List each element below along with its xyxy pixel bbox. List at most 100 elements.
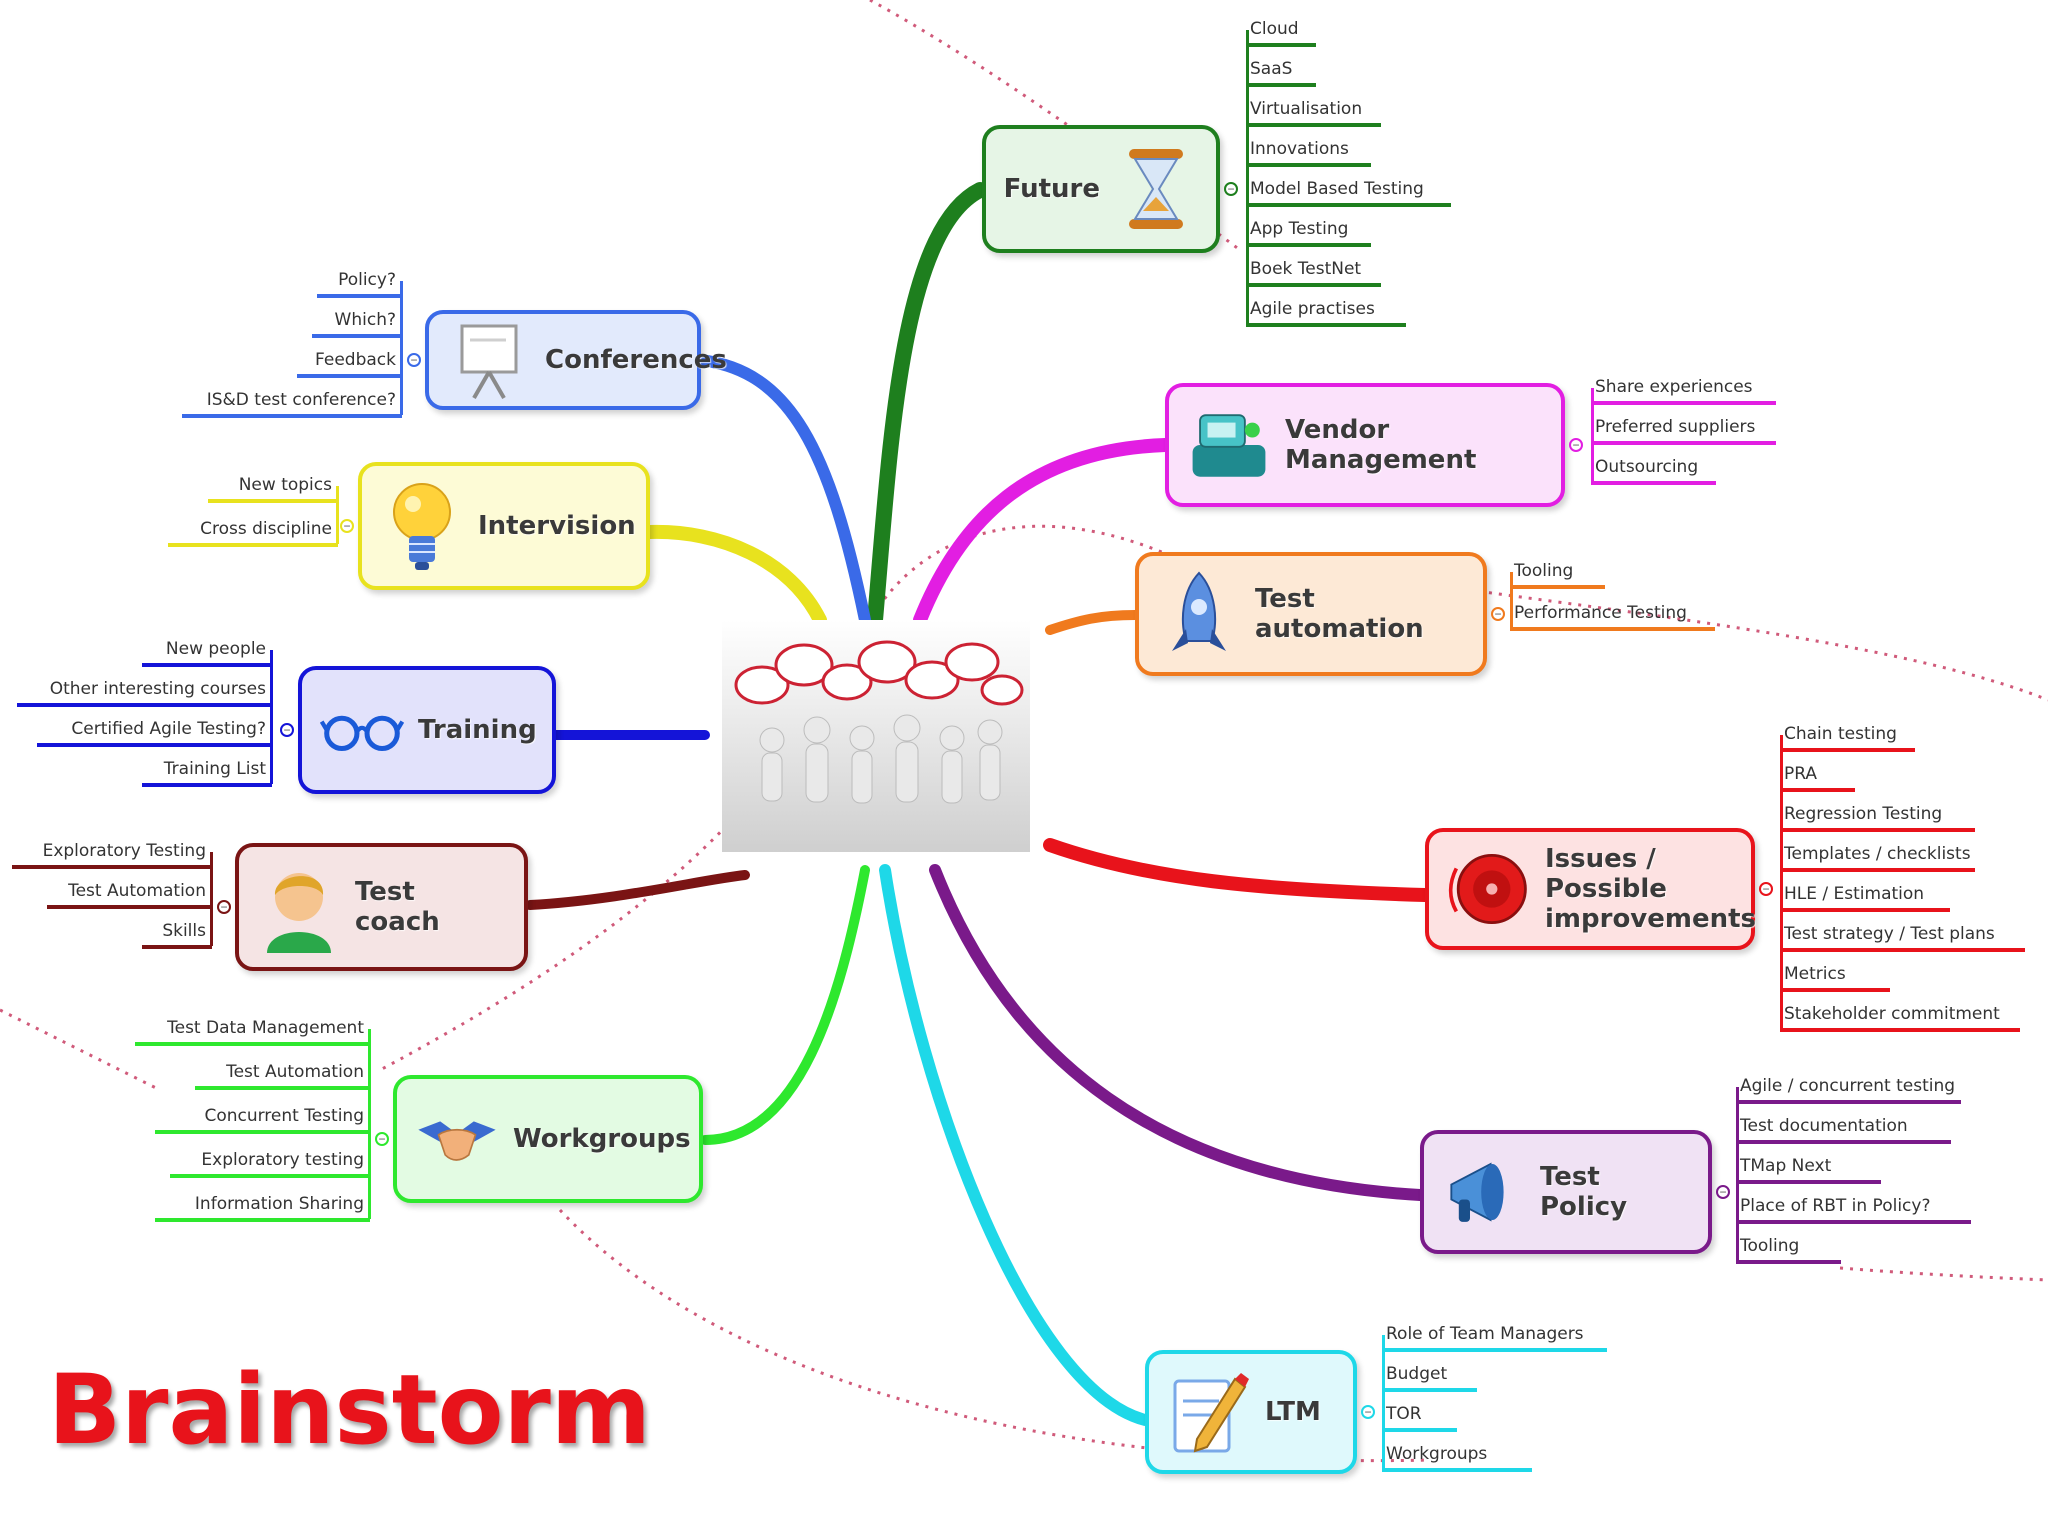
subtopic-item[interactable]: Boek TestNet <box>1246 258 1381 287</box>
subtopic-item[interactable]: Certified Agile Testing? <box>37 718 272 747</box>
subtopic-connector <box>210 852 213 946</box>
subtopic-item[interactable]: TMap Next <box>1736 1155 1881 1184</box>
subtopic-item[interactable]: Place of RBT in Policy? <box>1736 1195 1971 1224</box>
subtopic-item[interactable]: Test strategy / Test plans <box>1780 923 2025 952</box>
topic-label: Issues / Possible improvements <box>1545 844 1757 934</box>
subtopic-item[interactable]: Test Automation <box>195 1061 370 1090</box>
subtopic-item[interactable]: Virtualisation <box>1246 98 1381 127</box>
subtopic-item[interactable]: Test Automation <box>47 880 212 909</box>
subtopic-item[interactable]: TOR <box>1382 1403 1457 1432</box>
subtopic-item[interactable]: Stakeholder commitment <box>1780 1003 2020 1032</box>
subtopic-item[interactable]: Metrics <box>1780 963 1890 992</box>
subtopic-item[interactable]: Budget <box>1382 1363 1477 1392</box>
subtopic-item[interactable]: Model Based Testing <box>1246 178 1451 207</box>
subtopic-item[interactable]: Templates / checklists <box>1780 843 1975 872</box>
topic-label: Future <box>1003 174 1100 204</box>
relationship-line <box>0 1008 161 1092</box>
subtopic-item[interactable]: App Testing <box>1246 218 1371 247</box>
branch-future <box>867 182 988 628</box>
handshake-icon <box>415 1097 499 1181</box>
subtopic-item[interactable]: Share experiences <box>1591 376 1776 405</box>
subtopic-connector <box>1382 1335 1385 1469</box>
topic-node-conferences[interactable]: Conferences <box>425 310 727 410</box>
collapse-toggle-icon[interactable]: − <box>1716 1185 1730 1199</box>
subtopic-item[interactable]: Agile / concurrent testing <box>1736 1075 1961 1104</box>
collapse-toggle-icon[interactable]: − <box>280 723 294 737</box>
relationship-line <box>1399 578 2048 702</box>
subtopic-item[interactable]: New people <box>142 638 272 667</box>
collapse-toggle-icon[interactable]: − <box>1224 182 1238 196</box>
subtopic-item[interactable]: Test Data Management <box>135 1017 370 1046</box>
pencil-document-icon <box>1167 1370 1251 1454</box>
collapse-toggle-icon[interactable]: − <box>1759 882 1773 896</box>
collapse-toggle-icon[interactable]: − <box>217 900 231 914</box>
subtopic-item[interactable]: Preferred suppliers <box>1591 416 1776 445</box>
topic-node-ltm[interactable]: LTM <box>1145 1350 1357 1474</box>
topic-node-workgroups[interactable]: Workgroups <box>393 1075 703 1203</box>
topic-label: LTM <box>1265 1397 1321 1427</box>
subtopic-item[interactable]: Innovations <box>1246 138 1371 167</box>
subtopic-item[interactable]: Test documentation <box>1736 1115 1951 1144</box>
subtopic-item[interactable]: Regression Testing <box>1780 803 1975 832</box>
subtopic-connector <box>1591 388 1594 482</box>
subtopic-item[interactable]: Workgroups <box>1382 1443 1532 1472</box>
collapse-toggle-icon[interactable]: − <box>1569 438 1583 452</box>
collapse-toggle-icon[interactable]: − <box>1491 607 1505 621</box>
relationship-line <box>1839 1266 2048 1282</box>
subtopic-item[interactable]: HLE / Estimation <box>1780 883 1950 912</box>
topic-node-policy[interactable]: Test Policy <box>1420 1130 1712 1254</box>
rocket-icon <box>1157 571 1241 656</box>
subtopic-connector <box>1246 30 1249 324</box>
hourglass-icon <box>1114 147 1198 231</box>
branch-conferences <box>694 354 871 626</box>
subtopic-item[interactable]: Outsourcing <box>1591 456 1716 485</box>
subtopic-item[interactable]: Cross discipline <box>168 518 338 547</box>
topic-node-vendor[interactable]: Vendor Management <box>1165 383 1565 507</box>
branch-automation <box>1045 610 1140 635</box>
topic-node-automation[interactable]: Test automation <box>1135 552 1487 676</box>
collapse-toggle-icon[interactable]: − <box>375 1132 389 1146</box>
subtopic-item[interactable]: Skills <box>142 920 212 949</box>
subtopic-item[interactable]: SaaS <box>1246 58 1316 87</box>
collapse-toggle-icon[interactable]: − <box>407 353 421 367</box>
subtopic-item[interactable]: New topics <box>208 474 338 503</box>
branch-ltm <box>879 864 1151 1426</box>
subtopic-item[interactable]: Which? <box>312 309 402 338</box>
subtopic-item[interactable]: Training List <box>142 758 272 787</box>
subtopic-item[interactable]: Other interesting courses <box>17 678 272 707</box>
topic-node-issues[interactable]: Issues / Possible improvements <box>1425 828 1757 950</box>
subtopic-item[interactable]: Concurrent Testing <box>155 1105 370 1134</box>
subtopic-item[interactable]: Chain testing <box>1780 723 1915 752</box>
subtopic-item[interactable]: Tooling <box>1736 1235 1841 1264</box>
subtopic-item[interactable]: Tooling <box>1510 560 1605 589</box>
subtopic-item[interactable]: IS&D test conference? <box>182 389 402 418</box>
subtopic-item[interactable]: Information Sharing <box>155 1193 370 1222</box>
collapse-toggle-icon[interactable]: − <box>340 519 354 533</box>
subtopic-item[interactable]: Cloud <box>1246 18 1316 47</box>
topic-label: Workgroups <box>513 1124 691 1154</box>
megaphone-icon <box>1442 1150 1526 1234</box>
glasses-icon <box>320 688 404 772</box>
branches <box>525 182 1432 1426</box>
subtopic-item[interactable]: Policy? <box>317 269 402 298</box>
topic-node-training[interactable]: Training <box>298 666 556 794</box>
topic-node-coach[interactable]: Test coach <box>235 843 528 971</box>
subtopic-item[interactable]: Feedback <box>297 349 402 378</box>
light-bulb-icon <box>380 483 464 570</box>
subtopic-connector <box>1736 1087 1739 1261</box>
branch-policy <box>929 864 1426 1201</box>
subtopic-item[interactable]: Performance Testing <box>1510 602 1715 631</box>
collapse-toggle-icon[interactable]: − <box>1361 1405 1375 1419</box>
subtopic-item[interactable]: Role of Team Managers <box>1382 1323 1607 1352</box>
subtopic-item[interactable]: Exploratory Testing <box>12 840 212 869</box>
topic-label: Conferences <box>545 345 727 375</box>
subtopic-item[interactable]: Agile practises <box>1246 298 1406 327</box>
subtopic-item[interactable]: Exploratory testing <box>170 1149 370 1178</box>
topic-node-intervision[interactable]: Intervision <box>358 462 650 590</box>
subtopic-connector <box>400 281 403 415</box>
branch-issues <box>1043 838 1432 902</box>
subtopic-item[interactable]: PRA <box>1780 763 1855 792</box>
topic-node-future[interactable]: Future <box>982 125 1220 253</box>
subtopic-connector <box>270 650 273 784</box>
